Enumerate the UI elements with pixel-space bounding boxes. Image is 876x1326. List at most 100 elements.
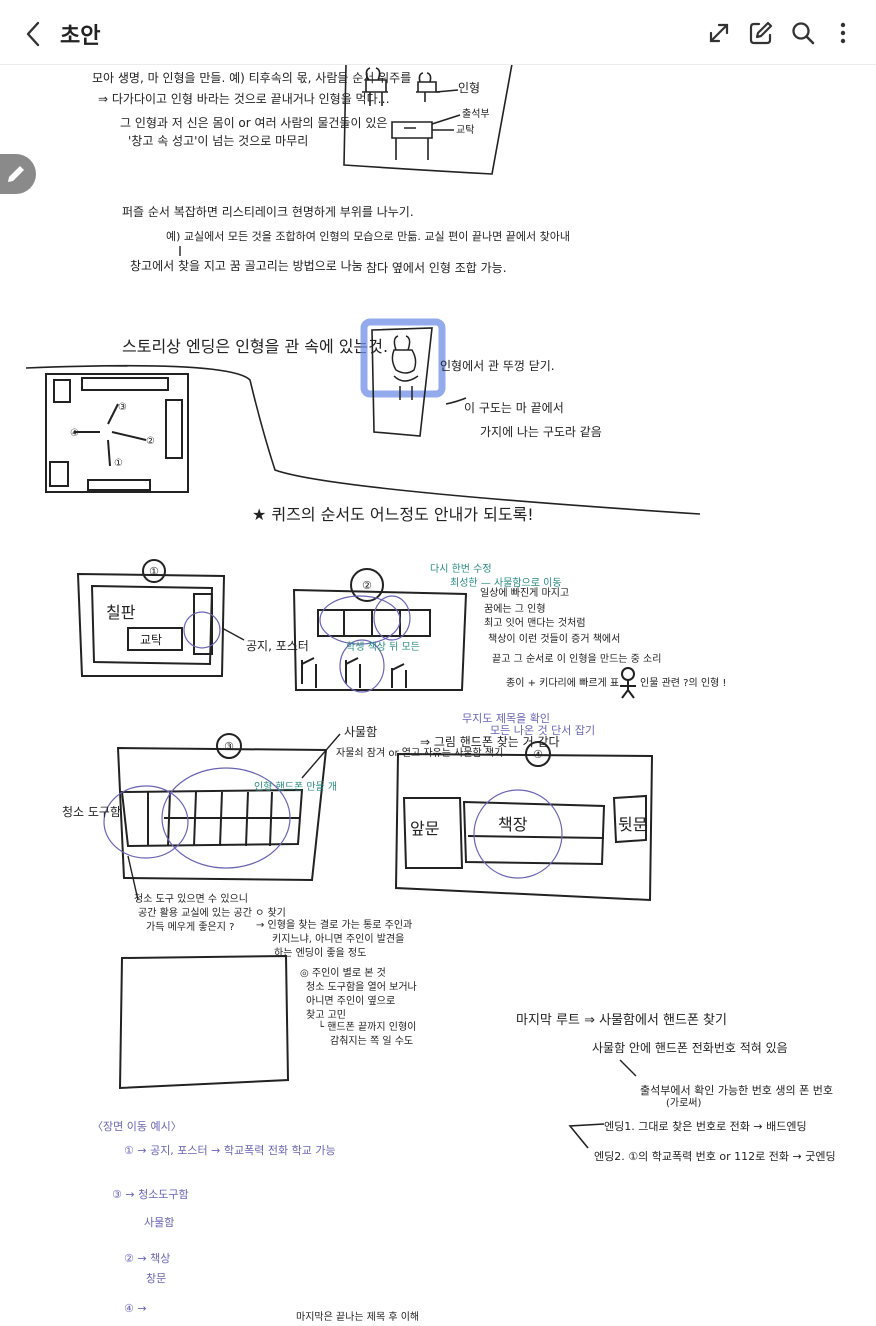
topview-num3: ② bbox=[146, 436, 155, 447]
back-button[interactable] bbox=[18, 18, 48, 50]
angle-note2: 가지에 나는 구도라 같음 bbox=[480, 425, 602, 439]
route-line1: 사물함 안에 핸드폰 전화번호 적혀 있음 bbox=[592, 1040, 788, 1055]
expand-icon bbox=[709, 23, 729, 43]
search-button[interactable] bbox=[790, 20, 816, 46]
scene4-num: ④ bbox=[533, 748, 543, 761]
bottom-cut-note: 마지막은 끝나는 제목 후 이해 bbox=[296, 1310, 419, 1322]
scene2-notes: 일상에 빠진게 마지고 꿈에는 그 인형 최고 잇어 맨다는 것처럼 책상이 이… bbox=[480, 587, 726, 689]
scene2-note: 인물 관련 ?의 인형 ! bbox=[640, 677, 726, 689]
scene4-front-door: 앞문 bbox=[410, 819, 439, 838]
scene2-num: ② bbox=[362, 579, 372, 592]
scene3-teal-side: 인형 핸드폰 만들 개 bbox=[254, 781, 337, 793]
scene2-note: 일상에 빠진게 마지고 bbox=[480, 587, 569, 599]
purple-item2b: 창문 bbox=[146, 1272, 166, 1285]
scene3-purple-note2: 모든 나온 것 단서 잡기 bbox=[490, 724, 595, 737]
route-line3: (가로써) bbox=[666, 1097, 702, 1109]
scene2-note: 끝고 그 순서로 이 인형을 만드는 중 소리 bbox=[492, 653, 661, 665]
ending-divider-curve bbox=[25, 364, 701, 515]
top-note-line1: 모아 생명, 마 인형을 만들. 예) 티후속의 몫, 사람들 순서 위주를 bbox=[92, 71, 411, 85]
scene3-sketch bbox=[103, 733, 341, 901]
desk-label2: 교탁 bbox=[456, 124, 474, 136]
purple-heading: 〈장면 이동 예시〉 bbox=[92, 1120, 182, 1133]
back-icon bbox=[26, 21, 40, 47]
empty-sketch-frame bbox=[118, 954, 290, 1090]
purple-item3b: 사물함 bbox=[144, 1216, 174, 1229]
mid-note-c2: 감춰지는 쪽 일 수도 bbox=[330, 1035, 413, 1047]
mid-note-b2: 청소 도구함을 열어 보거나 bbox=[306, 981, 417, 993]
app-bar: 초안 bbox=[0, 0, 876, 65]
mid-note-b3: 아니면 주인이 옆으로 bbox=[306, 995, 395, 1007]
scene3-locker: 사물함 bbox=[344, 725, 377, 739]
page-title: 초안 bbox=[60, 24, 101, 49]
purple-item4: ④ → bbox=[124, 1302, 147, 1315]
puzzle-line4: 참다 옆에서 인형 조합 가능. bbox=[366, 261, 507, 275]
puzzle-line1: 퍼즐 순서 복잡하면 리스티레이크 현명하게 부위를 나누기. bbox=[122, 205, 414, 219]
mid-note-a1: → 인형을 찾는 결로 가는 통로 주인과 bbox=[256, 919, 412, 931]
sketch-drawing: 모아 생명, 마 인형을 만들. 예) 티후속의 몫, 사람들 순서 위주를 ⇒… bbox=[25, 63, 836, 1323]
puzzle-line2: 예) 교실에서 모든 것을 조합하여 인형의 모습으로 만듦. 교실 편이 끝나… bbox=[166, 229, 570, 243]
scene4-sketch bbox=[394, 741, 654, 902]
route-arrow bbox=[619, 1059, 637, 1077]
scene3-arrow-note: ⇒ 그림 핸드폰 찾는 거 같다 bbox=[420, 734, 560, 749]
angle-note1: 이 구도는 마 끝에서 bbox=[464, 401, 564, 415]
classroom-topview-sketch bbox=[45, 373, 189, 493]
scene2-note: 최고 잇어 맨다는 것처럼 bbox=[484, 616, 586, 629]
scene2-note: 종이 + 키다리에 빠르게 표 bbox=[506, 677, 619, 689]
coffin-note: 인형에서 관 뚜껑 닫기. bbox=[440, 359, 555, 373]
top-sketch-box bbox=[343, 63, 513, 175]
scene4-back-door: 뒷문 bbox=[618, 815, 647, 834]
scene3-num: ③ bbox=[224, 740, 234, 753]
scene3-locker-note: 자물쇠 잠겨 or 열고 자유는 사물함 책기 bbox=[336, 747, 503, 759]
scene1-num: ① bbox=[149, 565, 159, 578]
scene1-board: 칠판 bbox=[106, 603, 136, 622]
purple-item2: ② → 책상 bbox=[124, 1252, 170, 1265]
mid-note-b4: 찾고 고민 bbox=[306, 1009, 346, 1021]
ending-title: 스토리상 엔딩은 인형을 관 속에 있는것. bbox=[122, 337, 388, 356]
edit-note-icon bbox=[749, 21, 773, 45]
scene2-note: 책상이 이런 것들이 증거 책에서 bbox=[488, 633, 620, 645]
mid-note-b1: ◎ 주인이 별로 본 것 bbox=[300, 967, 386, 979]
top-note-line3: 그 인형과 저 신은 몸이 or 여러 사람의 물건들이 있은 bbox=[120, 116, 387, 130]
more-options-button[interactable] bbox=[830, 20, 856, 46]
topview-num1: ④ bbox=[70, 428, 79, 439]
puzzle-line3: 창고에서 찾을 지고 꿈 골고리는 방법으로 나눔 bbox=[130, 259, 363, 273]
search-icon bbox=[792, 22, 815, 45]
scene3-below2: 공간 활용 교실에 있는 공간 ㅇ 찾기 bbox=[138, 906, 286, 919]
edit-note-button[interactable] bbox=[748, 20, 774, 46]
topview-num4: ① bbox=[114, 458, 123, 469]
scene3-purple-note1: 무지도 제목을 확인 bbox=[462, 712, 550, 725]
scene3-mop-label: 청소 도구함 bbox=[62, 805, 121, 819]
route-ending2: 엔딩2. ①의 학교폭력 번호 or 112로 전화 → 굿엔딩 bbox=[594, 1150, 836, 1163]
note-canvas[interactable]: 모아 생명, 마 인형을 만들. 예) 티후속의 몫, 사람들 순서 위주를 ⇒… bbox=[0, 63, 876, 1323]
scene1-notice: 공지, 포스터 bbox=[246, 639, 309, 653]
rabbit-label: 인형 bbox=[458, 81, 480, 95]
purple-item3: ③ → 청소도구함 bbox=[112, 1188, 189, 1201]
expand-button[interactable] bbox=[706, 20, 732, 46]
quiz-note: ★ 퀴즈의 순서도 어느정도 안내가 되도록! bbox=[252, 505, 534, 524]
scene2-teal-note1: 다시 한번 수정 bbox=[430, 563, 492, 575]
topview-num2: ③ bbox=[118, 402, 127, 413]
scene1-desk: 교탁 bbox=[140, 633, 162, 647]
scene2-teal-note3: 학생 책상 뒤 모든 bbox=[346, 641, 420, 653]
top-note-line2: ⇒ 다가다이고 인형 바라는 것으로 끝내거나 인형을 먹다… bbox=[98, 92, 390, 106]
route-line2: 출석부에서 확인 가능한 번호 생의 폰 번호 bbox=[640, 1084, 833, 1097]
desk-label1: 출석부 bbox=[462, 108, 490, 120]
scene3-below1: 청소 도구 있으면 수 있으니 bbox=[134, 893, 248, 905]
coffin-sketch bbox=[360, 318, 467, 437]
more-vert-icon bbox=[840, 22, 846, 44]
scene4-desk: 책장 bbox=[498, 815, 528, 834]
route-branch bbox=[568, 1123, 605, 1149]
scene1-sketch bbox=[76, 559, 245, 677]
route-title: 마지막 루트 ⇒ 사물함에서 핸드폰 찾기 bbox=[516, 1012, 727, 1028]
top-note-line4: '창고 속 성고'이 넘는 것으로 마무리 bbox=[128, 134, 308, 148]
pen-icon bbox=[8, 166, 24, 182]
mid-note-a2: 키지느냐, 아니면 주인이 발견을 bbox=[272, 933, 404, 945]
scene2-note: 꿈에는 그 인형 bbox=[484, 603, 546, 615]
mid-note-a3: 하는 엔딩이 좋을 정도 bbox=[274, 946, 366, 959]
scene2-teal-note2: 최성한 — 사물함으로 이동 bbox=[450, 577, 562, 589]
mid-note-c1: └ 핸드폰 끝까지 인형이 bbox=[318, 1020, 416, 1033]
route-ending1: 엔딩1. 그대로 찾은 번호로 전화 → 배드엔딩 bbox=[604, 1120, 807, 1133]
scene3-below3: 가득 메우게 좋은지 ? bbox=[146, 921, 234, 933]
edit-pen-button[interactable] bbox=[0, 154, 36, 194]
purple-item1: ① → 공지, 포스터 → 학교폭력 전화 학교 가능 bbox=[124, 1144, 336, 1157]
